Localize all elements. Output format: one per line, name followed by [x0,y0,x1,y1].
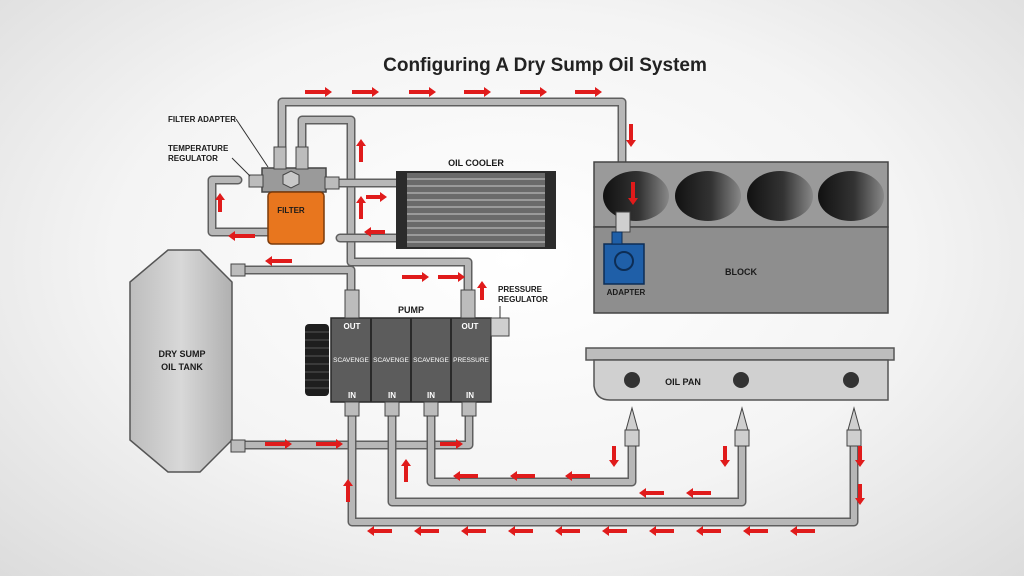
flow-arrow-left [555,526,580,536]
flow-arrow-right [265,439,292,449]
flow-arrow-up [401,459,411,482]
flow-arrow-left [228,231,255,241]
pump-in-label: IN [427,391,435,400]
flow-arrow-right [440,439,463,449]
flow-arrow-up [356,139,366,162]
filter-canister [267,191,325,245]
flow-arrow-up [356,196,366,219]
flow-arrow-left [508,526,533,536]
temperature-regulator-label-1: TEMPERATURE [168,144,229,153]
flow-arrow-right [305,87,332,97]
scavenge-stage-label: SCAVENGE [413,357,449,364]
adapter-label: ADAPTER [607,288,646,297]
line-tank-to-pump [239,265,356,305]
flow-arrow-down [855,484,865,505]
cylinder [603,171,669,221]
flow-arrow-up [343,479,353,502]
pump-label: PUMP [398,305,424,315]
flow-arrow-right [520,87,547,97]
flow-arrow-down [626,124,636,147]
flow-arrow-down [855,446,865,467]
cylinder [818,171,884,221]
oil-pan-label: OIL PAN [665,377,701,387]
flow-arrow-down [628,182,638,205]
flow-arrow-left [510,471,535,481]
block-label: BLOCK [725,267,757,277]
flow-arrow-right [316,439,343,449]
cylinder [675,171,741,221]
flow-arrow-right [438,272,465,282]
cylinder [747,171,813,221]
flow-arrow-left [265,256,292,266]
diagram-title: Configuring A Dry Sump Oil System [383,55,707,76]
pressure-stage-label: PRESSURE [453,357,489,364]
dry-sump-pump [305,289,510,417]
temperature-regulator-label-2: REGULATOR [168,154,218,163]
flow-arrow-left [790,526,815,536]
pump-in-label: IN [348,391,356,400]
flow-arrow-right [402,272,429,282]
flow-arrow-right [366,192,387,202]
adapter-box [603,243,645,285]
oil-cooler-label: OIL COOLER [448,158,504,168]
flow-arrow-left [453,471,478,481]
flow-arrow-right [464,87,491,97]
filter-label: FILTER [277,206,305,215]
pump-out-label: OUT [462,322,479,331]
flow-arrow-left [686,488,711,498]
filter-assembly [248,146,340,245]
flow-arrow-left [364,227,385,237]
pump-pulley [305,324,329,396]
flow-arrow-left [565,471,590,481]
flow-arrow-left [367,526,392,536]
pump-out-label: OUT [344,322,361,331]
flow-arrow-left [639,488,664,498]
oil-cooler [396,171,556,249]
oil-lines [207,97,859,527]
pan-fittings [624,406,862,447]
flow-arrow-up [215,193,225,212]
flow-arrow-right [409,87,436,97]
tank-label-2: OIL TANK [161,362,203,372]
scavenge-stage-label: SCAVENGE [333,357,369,364]
flow-arrow-down [720,446,730,467]
pump-in-label: IN [466,391,474,400]
filter-adapter-label: FILTER ADAPTER [168,115,236,124]
flow-arrow-right [575,87,602,97]
flow-arrow-left [696,526,721,536]
flow-arrow-left [461,526,486,536]
pump-in-label: IN [388,391,396,400]
pressure-regulator-label-2: REGULATOR [498,295,548,304]
flow-arrow-left [649,526,674,536]
pressure-regulator-label-1: PRESSURE [498,285,543,294]
flow-arrow-left [602,526,627,536]
flow-arrows [215,87,865,536]
engine-block [593,161,889,314]
flow-arrow-left [414,526,439,536]
flow-arrow-up [477,281,487,300]
flow-arrow-down [609,446,619,467]
flow-arrow-left [743,526,768,536]
tank-label-1: DRY SUMP [158,349,205,359]
line-scavenge-middle [387,405,747,507]
flow-arrow-right [352,87,379,97]
scavenge-stage-label: SCAVENGE [373,357,409,364]
dry-sump-tank [129,249,246,473]
oil-pan [585,347,895,401]
